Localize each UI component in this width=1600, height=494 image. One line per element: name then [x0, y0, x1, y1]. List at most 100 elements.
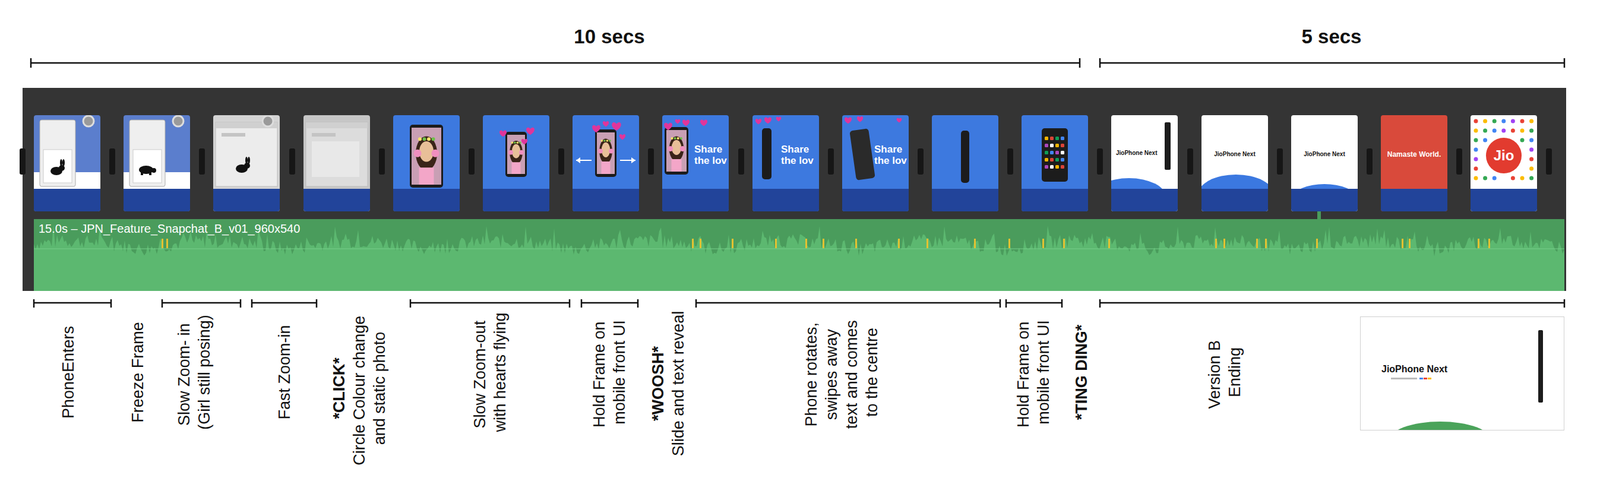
colour-dot	[1482, 138, 1488, 143]
photo-crown	[422, 137, 427, 141]
app-icon	[1044, 165, 1049, 169]
waveform-peak	[1008, 238, 1011, 249]
colour-dot	[1474, 119, 1479, 124]
frame-bottom-band	[931, 188, 999, 212]
note-group: Hold Frame on mobile front UI	[589, 317, 630, 428]
waveform-peak	[926, 238, 929, 249]
device-screen	[43, 149, 72, 183]
colour-dot	[1482, 128, 1488, 134]
device-shape	[39, 119, 76, 187]
waveform-peak	[1401, 238, 1404, 249]
photo-crown	[431, 137, 436, 141]
photo-body	[601, 161, 611, 175]
frame-bottom-band	[1201, 188, 1269, 212]
bracket-line	[581, 302, 638, 305]
waveform-peak	[1215, 238, 1217, 249]
heart-icon	[755, 118, 762, 125]
turtle-icon	[151, 168, 157, 173]
photo-crown	[606, 139, 609, 142]
photo-face	[419, 141, 434, 163]
note-group: Hold Frame on mobile front UI	[1013, 317, 1054, 428]
thumbnail-frame: Share the lov	[662, 115, 729, 212]
knob-icon	[172, 115, 184, 127]
app-icon	[1050, 143, 1054, 148]
colour-dot	[1529, 176, 1534, 181]
bracket-tick	[695, 299, 698, 308]
rabbit-icon	[245, 156, 248, 164]
bracket-tick	[30, 58, 33, 68]
thumbnail-frame: JioPhone Next	[1111, 115, 1178, 212]
photo-face	[671, 140, 682, 156]
frame-separator	[468, 148, 475, 175]
note-line: Slide and text reveal	[668, 311, 689, 457]
frame-bg	[1201, 115, 1269, 212]
bracket-tick	[239, 299, 242, 308]
frame-bg	[1021, 115, 1089, 212]
node-text: JioPhone Next	[1381, 364, 1513, 375]
note-group: Version B Ending	[1204, 335, 1245, 409]
tagline-stub	[1390, 377, 1418, 380]
frame-bottom-band	[303, 188, 371, 212]
knob-icon	[83, 115, 94, 127]
waveform-peak	[1223, 238, 1226, 249]
note-line: *CLICK*	[329, 311, 350, 466]
bracket-line	[162, 302, 241, 305]
frame-bg	[572, 115, 640, 212]
node-text: Namaste World.	[1382, 150, 1447, 159]
app-icon	[1055, 136, 1059, 141]
heart-icon	[844, 117, 852, 124]
colour-dot	[1520, 119, 1525, 124]
photo-crown	[418, 137, 422, 141]
frame-bg	[1111, 115, 1178, 212]
browser-window	[215, 122, 278, 187]
note-line: Slow Zoom- in	[174, 314, 195, 430]
bracket-line	[410, 302, 570, 305]
timeline-note: *WOOSH*	[647, 311, 669, 457]
frame-bg	[33, 115, 101, 212]
green-arc	[1389, 421, 1492, 431]
heart-icon	[499, 130, 507, 137]
heart-icon	[682, 119, 690, 126]
thumbnail-frame: Share the lov	[842, 115, 909, 212]
waveform-peak	[161, 238, 164, 249]
photo-crown	[670, 137, 673, 140]
browser-content	[311, 133, 336, 137]
colour-dot	[1492, 176, 1497, 181]
bracket-line	[30, 62, 1080, 65]
note-group: *CLICK*Circle Colour change and static p…	[329, 311, 390, 466]
bracket-tick	[568, 299, 571, 308]
bracket-tick	[1563, 58, 1566, 68]
waveform-peak	[691, 238, 694, 249]
frame-separator	[1545, 148, 1552, 175]
frame-bottom-band	[1021, 188, 1089, 212]
thumbnail-frame	[482, 115, 550, 212]
note-line: Circle Colour change	[349, 311, 370, 466]
thumbnail-strip	[19, 115, 1552, 217]
photo-crown	[601, 139, 604, 142]
bracket-line	[1099, 62, 1565, 65]
colour-dot	[1474, 166, 1479, 172]
timeline-note: *CLICK*	[329, 311, 350, 466]
waveform-peak	[1108, 238, 1111, 249]
waveform-peak	[1063, 238, 1065, 249]
colour-dot	[1501, 119, 1506, 124]
bracket-tick	[1061, 299, 1064, 308]
arrow-head	[576, 157, 581, 164]
frame-bottom-band	[1380, 188, 1448, 212]
node-text: JioPhone Next	[1293, 150, 1356, 158]
photo-crown	[511, 141, 514, 144]
timeline-note: Version B Ending	[1204, 335, 1245, 409]
colour-dot	[1482, 119, 1488, 124]
frame-bg	[213, 115, 280, 212]
waveform-peak	[805, 238, 808, 249]
node-text: Share the lov	[874, 143, 908, 167]
device-screen	[133, 149, 162, 183]
photo-headphone	[508, 150, 514, 156]
colour-dot	[1474, 176, 1479, 181]
app-icon	[1050, 165, 1054, 169]
app-icon	[1060, 150, 1065, 155]
bracket-tick	[161, 299, 164, 308]
colour-dot	[1529, 166, 1534, 172]
note-group: Freeze Frame	[127, 321, 148, 423]
frame-bg	[842, 115, 909, 212]
